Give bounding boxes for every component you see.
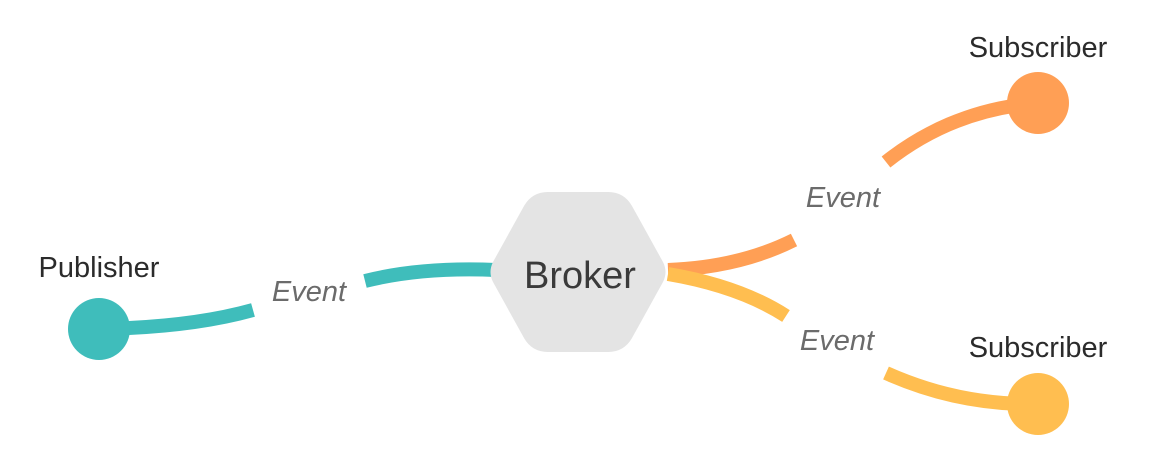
subscriber-top-node <box>1007 72 1069 134</box>
subscriber-bottom-label: Subscriber <box>969 332 1108 364</box>
broker-label: Broker <box>524 255 636 297</box>
edge-broker-to-subscriber-top-segment-1 <box>667 233 798 277</box>
subscriber-bottom-node <box>1007 373 1069 435</box>
publisher-label: Publisher <box>39 252 160 284</box>
edge-label-broker-to-subscriber-top: Event <box>806 182 882 214</box>
publisher-node <box>68 298 130 360</box>
edge-publisher-to-broker-segment-2 <box>363 262 497 288</box>
edge-broker-to-subscriber-bottom-segment-1 <box>666 267 790 322</box>
broker-node <box>490 192 666 352</box>
edge-label-publisher-to-broker: Event <box>272 276 348 308</box>
subscriber-top-label: Subscriber <box>969 32 1108 64</box>
edge-label-broker-to-subscriber-bottom: Event <box>800 325 876 357</box>
